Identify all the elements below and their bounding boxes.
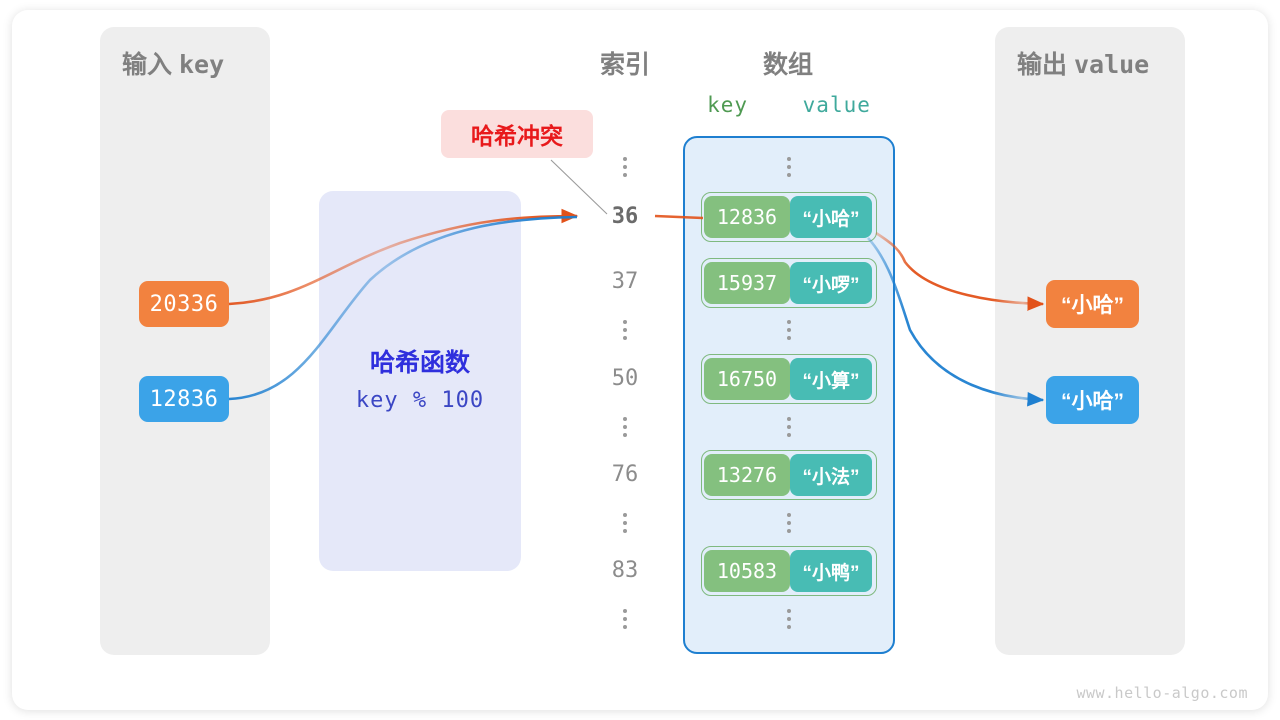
array-bucket-50-value: “小算”	[790, 358, 872, 400]
output-panel-title: 输出 value	[1017, 45, 1149, 81]
array-bucket-50-key: 16750	[704, 358, 790, 400]
output-value-orange[interactable]: “小哈”	[1046, 280, 1139, 328]
input-key-20336[interactable]: 20336	[139, 281, 229, 327]
index-ellipsis-2	[595, 417, 655, 437]
array-ellipsis-1	[759, 320, 819, 340]
output-value-blue-label: “小哈”	[1061, 390, 1124, 413]
index-ellipsis-1	[595, 320, 655, 340]
output-panel-title-mono: value	[1073, 50, 1150, 79]
input-panel	[100, 27, 270, 655]
array-bucket-36-key: 12836	[704, 196, 790, 238]
hash-function-formula: key % 100	[355, 388, 485, 413]
array-kv-header: key value	[683, 93, 895, 117]
watermark: www.hello-algo.com	[1076, 684, 1248, 702]
array-bucket-36[interactable]: 12836 “小哈”	[701, 192, 877, 242]
array-bucket-37-value: “小啰”	[790, 262, 872, 304]
hash-function-box: 哈希函数 key % 100	[319, 191, 521, 571]
input-key-20336-label: 20336	[149, 291, 219, 317]
index-ellipsis-4	[595, 609, 655, 629]
index-cell-36: 36	[611, 204, 639, 229]
array-ellipsis-4	[759, 609, 819, 629]
array-bucket-83-value: “小鸭”	[790, 550, 872, 592]
index-column-header: 索引	[599, 51, 650, 79]
array-bucket-76[interactable]: 13276 “小法”	[701, 450, 877, 500]
hash-collision-badge: 哈希冲突	[441, 110, 593, 158]
input-panel-title-mono: key	[178, 50, 225, 79]
array-bucket-76-key: 13276	[704, 454, 790, 496]
array-bucket-37[interactable]: 15937 “小啰”	[701, 258, 877, 308]
hash-collision-badge-label: 哈希冲突	[471, 123, 563, 149]
array-bucket-50[interactable]: 16750 “小算”	[701, 354, 877, 404]
input-key-12836-label: 12836	[149, 386, 219, 412]
array-bucket-83[interactable]: 10583 “小鸭”	[701, 546, 877, 596]
index-cell-76: 76	[611, 462, 639, 487]
hash-function-title: 哈希函数	[369, 349, 470, 377]
array-ellipsis-0	[759, 157, 819, 177]
array-value-header: value	[802, 93, 871, 117]
input-panel-title: 输入 key	[122, 45, 224, 81]
input-panel-title-cn: 输入	[122, 51, 173, 79]
output-value-orange-label: “小哈”	[1061, 294, 1124, 317]
array-ellipsis-3	[759, 513, 819, 533]
index-cell-37: 37	[611, 269, 639, 294]
input-key-12836[interactable]: 12836	[139, 376, 229, 422]
index-ellipsis-3	[595, 513, 655, 533]
output-value-blue[interactable]: “小哈”	[1046, 376, 1139, 424]
array-ellipsis-2	[759, 417, 819, 437]
array-bucket-76-value: “小法”	[790, 454, 872, 496]
index-cell-50: 50	[611, 366, 639, 391]
array-bucket-83-key: 10583	[704, 550, 790, 592]
array-column-header: 数组	[762, 51, 813, 79]
array-bucket-36-value: “小哈”	[790, 196, 872, 238]
index-cell-83: 83	[611, 558, 639, 583]
output-panel-title-cn: 输出	[1017, 51, 1068, 79]
array-bucket-37-key: 15937	[704, 262, 790, 304]
array-key-header: key	[707, 93, 749, 117]
index-ellipsis-0	[595, 157, 655, 177]
output-panel	[995, 27, 1185, 655]
